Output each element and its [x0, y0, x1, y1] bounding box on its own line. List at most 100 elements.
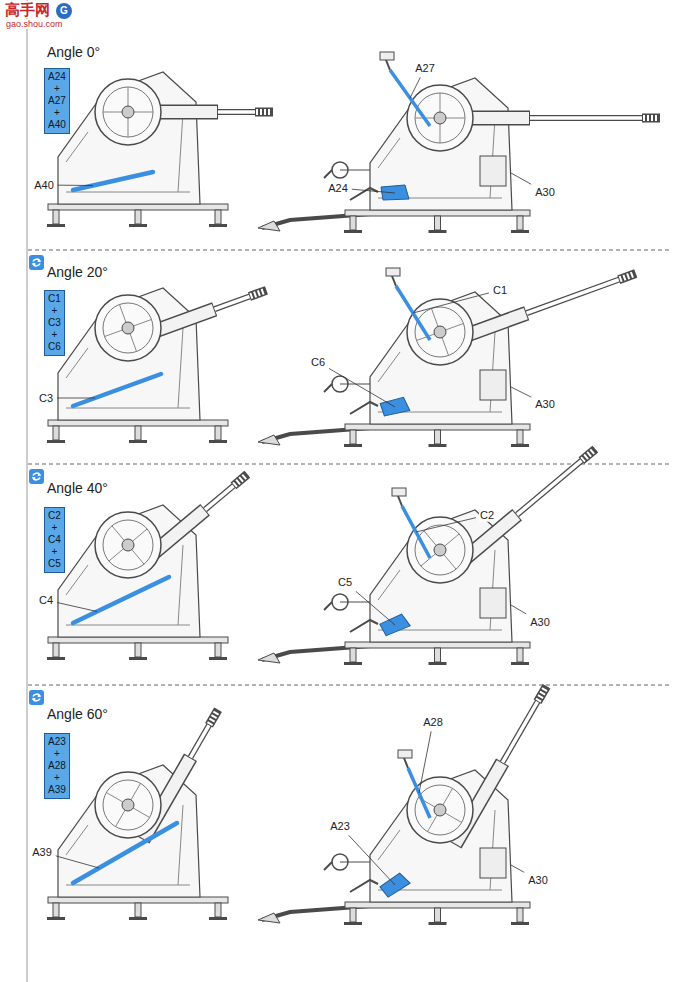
- gun-mount: [378, 830, 400, 860]
- gun-mount: [53, 643, 59, 657]
- gun-mount: [135, 210, 141, 224]
- gun-mount: [205, 474, 247, 509]
- gun-mount: [215, 210, 221, 224]
- gun-mount: [209, 710, 218, 726]
- gun-mount: [258, 435, 280, 445]
- gun-mount: [47, 72, 273, 227]
- leader-line: [356, 591, 395, 625]
- gun-mount: [215, 290, 267, 309]
- gun-mount: [503, 686, 547, 762]
- leader-lines: [56, 77, 531, 885]
- gun-mount: [215, 643, 221, 657]
- gun-mount: [53, 426, 59, 440]
- gun-mount: [103, 87, 153, 137]
- gun-mount: [378, 352, 400, 382]
- gun-mount: [256, 109, 272, 115]
- angle-heading: Angle 0°: [46, 44, 101, 60]
- callout-number: A40: [33, 179, 55, 192]
- gun-mount: [191, 710, 219, 758]
- gun-mount: [344, 662, 362, 665]
- gun-mount: [258, 221, 280, 231]
- rotate-icon: [32, 698, 36, 702]
- gun-mount: [344, 230, 362, 233]
- callout-number: A23: [329, 820, 351, 833]
- leader-line: [58, 185, 93, 186]
- gun-mount: [209, 440, 227, 443]
- callout-number: A27: [414, 62, 436, 75]
- gun-mount: [233, 474, 247, 486]
- gun-mount: [350, 402, 378, 414]
- callout-number: A24: [327, 182, 349, 195]
- rotate-icon: [38, 473, 42, 477]
- callout-number: C1: [492, 284, 508, 297]
- leader-line: [511, 387, 531, 397]
- gun-mount: [350, 216, 356, 230]
- gun-mount: [398, 750, 412, 758]
- gun-mount: [581, 449, 595, 461]
- gun-mount: [344, 922, 362, 925]
- gun-mount: [209, 917, 227, 920]
- gun-mount: [324, 384, 332, 392]
- gun-mount: [210, 711, 218, 725]
- callout-number: A30: [534, 398, 556, 411]
- page-margin: [27, 0, 28, 982]
- callout-number: C4: [38, 594, 54, 607]
- highlighted-part: [73, 577, 169, 623]
- gun-mount: [407, 299, 473, 365]
- gun-mount: [530, 116, 660, 120]
- gun-mount: [517, 908, 523, 922]
- gun-mount: [103, 303, 153, 353]
- gun-mount: [47, 917, 65, 920]
- gun-mount: [407, 517, 473, 583]
- gun-mount: [95, 79, 161, 145]
- gun-mount: [66, 625, 190, 626]
- gun-mount: [66, 825, 88, 855]
- gun-mount: [205, 474, 247, 509]
- rotate-icon: [29, 690, 44, 705]
- gun-mount: [48, 897, 228, 903]
- callout-number: A30: [534, 186, 556, 199]
- gun-mount: [435, 648, 441, 662]
- gun-mount: [511, 662, 529, 665]
- gun-mount: [48, 420, 228, 426]
- callout-number: A30: [527, 874, 549, 887]
- gun-mount: [103, 520, 153, 570]
- gun-mount: [53, 903, 59, 917]
- gun-mount: [234, 475, 246, 485]
- part-combination-box: A24 + A27 + A40: [44, 68, 70, 134]
- gun-mount: [340, 170, 370, 171]
- gun-mount: [344, 444, 362, 447]
- gun-mount: [392, 276, 396, 286]
- gun-mount: [215, 426, 221, 440]
- rotate-icon: [38, 694, 42, 698]
- gun-mount: [215, 903, 221, 917]
- gun-mount: [517, 648, 523, 662]
- part-combination-box: C2 + C4 + C5: [44, 507, 65, 573]
- gun-mount: [429, 922, 447, 925]
- part-combination-box: A23 + A28 + A39: [44, 733, 70, 799]
- highlighted-part: [390, 70, 430, 126]
- gun-mount: [218, 110, 273, 114]
- gun-mount: [345, 642, 530, 648]
- gun-mount: [434, 544, 446, 556]
- gun-mount: [435, 216, 441, 230]
- gun-mount: [178, 545, 183, 625]
- gun-mount: [47, 288, 266, 443]
- highlighted-part: [73, 172, 153, 190]
- gun-mount: [66, 348, 88, 378]
- gun-mount: [66, 192, 190, 193]
- gun-mount: [48, 637, 228, 643]
- leader-line: [511, 865, 524, 872]
- highlighted-part: [73, 374, 161, 406]
- logo-circle: [56, 3, 72, 19]
- gun-mount: [386, 268, 400, 276]
- callout-number: C2: [479, 509, 495, 522]
- rotate-icon: [29, 255, 44, 270]
- gun-mount: [258, 52, 660, 233]
- section-divider: [28, 250, 672, 251]
- callout-number: C6: [310, 356, 326, 369]
- leader-line: [57, 602, 97, 611]
- gun-mount: [380, 52, 394, 60]
- gun-mount: [258, 686, 547, 925]
- gun-mount: [517, 216, 523, 230]
